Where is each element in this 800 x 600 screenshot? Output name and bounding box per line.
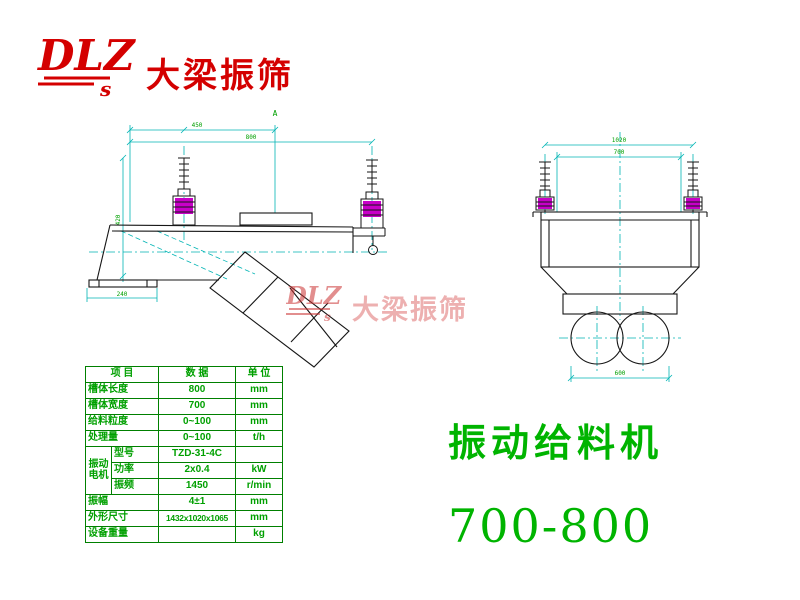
spec-item: 槽体宽度: [85, 398, 159, 415]
spec-item: 振频: [111, 478, 159, 495]
spec-unit: r/min: [235, 478, 283, 495]
product-title-block: 振动给料机 700-800: [448, 412, 663, 553]
spec-value: 0~100: [158, 430, 236, 447]
table-row: 给料粒度 0~100 mm: [85, 414, 283, 431]
header-item: 项 目: [85, 366, 159, 383]
table-row: 处理量 0~100 t/h: [85, 430, 283, 447]
spec-item: 振幅: [85, 494, 159, 511]
dim-label: 1020: [612, 137, 627, 144]
table-row: 槽体长度 800 mm: [85, 382, 283, 399]
front-left-bolt: [535, 161, 555, 212]
spec-item: 设备重量: [85, 526, 159, 543]
dim-label: 420: [115, 214, 122, 225]
motor-group-label: 振动电机: [85, 446, 112, 495]
dim-label: 800: [246, 134, 257, 141]
table-row: 振幅 4±1 mm: [85, 494, 283, 511]
dim-label: 600: [615, 370, 626, 377]
side-trough-body: [88, 212, 354, 368]
section-mark-label: A: [273, 109, 278, 118]
spec-value: 700: [158, 398, 236, 415]
spec-item: 给料粒度: [85, 414, 159, 431]
spec-unit: mm: [235, 382, 283, 399]
logo-dlz-text: DLZ: [37, 31, 136, 80]
table-header-row: 项 目 数 据 单 位: [85, 366, 283, 383]
spec-item: 功率: [111, 462, 159, 479]
spec-value: 1432x1020x1065: [158, 510, 236, 527]
table-row: 外形尺寸 1432x1020x1065 mm: [85, 510, 283, 527]
side-centerlines: [89, 146, 387, 253]
spec-unit: [235, 446, 283, 463]
side-right-motor: [353, 159, 386, 255]
dlz-logo-icon: DLZ s: [37, 31, 136, 100]
spec-item: 型号: [111, 446, 159, 463]
product-name: 振动给料机: [448, 423, 664, 465]
spec-unit: mm: [235, 414, 283, 431]
side-hidden-lines: [120, 230, 256, 280]
spec-value: [158, 526, 236, 543]
spec-unit: mm: [235, 398, 283, 415]
table-row: 槽体宽度 700 mm: [85, 398, 283, 415]
logo-s-text: s: [99, 77, 111, 100]
side-view-drawing: 450 800 420 240 A: [86, 109, 387, 368]
spec-unit: mm: [235, 510, 283, 527]
front-right-bolt: [683, 161, 703, 212]
product-model: 700-800: [448, 499, 654, 553]
front-dim-labels: 1020 700 600: [612, 137, 627, 377]
front-centerlines: [544, 132, 694, 374]
side-dimension-lines: [86, 125, 376, 302]
table-row: 设备重量 kg: [85, 526, 283, 543]
side-dim-labels: 450 800 420 240 A: [115, 109, 278, 298]
front-view-drawing: 1020 700 600: [532, 132, 708, 382]
spec-value: 800: [158, 382, 236, 399]
header-unit: 单 位: [235, 366, 283, 383]
left-bolt-spring-block: [538, 198, 552, 209]
table-row: 振频 1450 r/min: [86, 478, 283, 495]
spec-unit: t/h: [235, 430, 283, 447]
front-machine-body: [532, 211, 708, 365]
spec-item: 槽体长度: [85, 382, 159, 399]
side-left-motor: [172, 157, 196, 226]
spec-unit: mm: [235, 494, 283, 511]
watermark-s-text: s: [324, 310, 331, 322]
right-bolt-spring-block: [686, 198, 700, 209]
spec-value: 4±1: [158, 494, 236, 511]
spec-item: 外形尺寸: [85, 510, 159, 527]
table-row: 功率 2x0.4 kW: [86, 462, 283, 479]
spec-table: 项 目 数 据 单 位 槽体长度 800 mm 槽体宽度 700 mm 给料粒度…: [85, 366, 283, 543]
spec-unit: kW: [235, 462, 283, 479]
brand-logo: DLZ s 大梁振筛: [36, 26, 294, 100]
spec-unit: kg: [235, 526, 283, 543]
watermark-dlz-text: DLZ: [286, 281, 343, 310]
spec-value: 1450: [158, 478, 236, 495]
spec-value: 0~100: [158, 414, 236, 431]
watermark: DLZ s 大梁振筛: [286, 280, 468, 327]
watermark-brand-name: 大梁振筛: [352, 295, 468, 325]
watermark-dlz-icon: DLZ s: [286, 281, 343, 322]
dim-label: 240: [117, 291, 128, 298]
spec-value: TZD-31-4C: [158, 446, 236, 463]
spec-value: 2x0.4: [158, 462, 236, 479]
header-data: 数 据: [158, 366, 236, 383]
brand-name: 大梁振筛: [146, 57, 294, 95]
dim-label: 450: [192, 122, 203, 129]
spec-item: 处理量: [85, 430, 159, 447]
dim-label: 700: [614, 149, 625, 156]
front-dimension-lines: [541, 141, 697, 382]
table-row: 振动电机 型号 TZD-31-4C: [85, 446, 283, 495]
